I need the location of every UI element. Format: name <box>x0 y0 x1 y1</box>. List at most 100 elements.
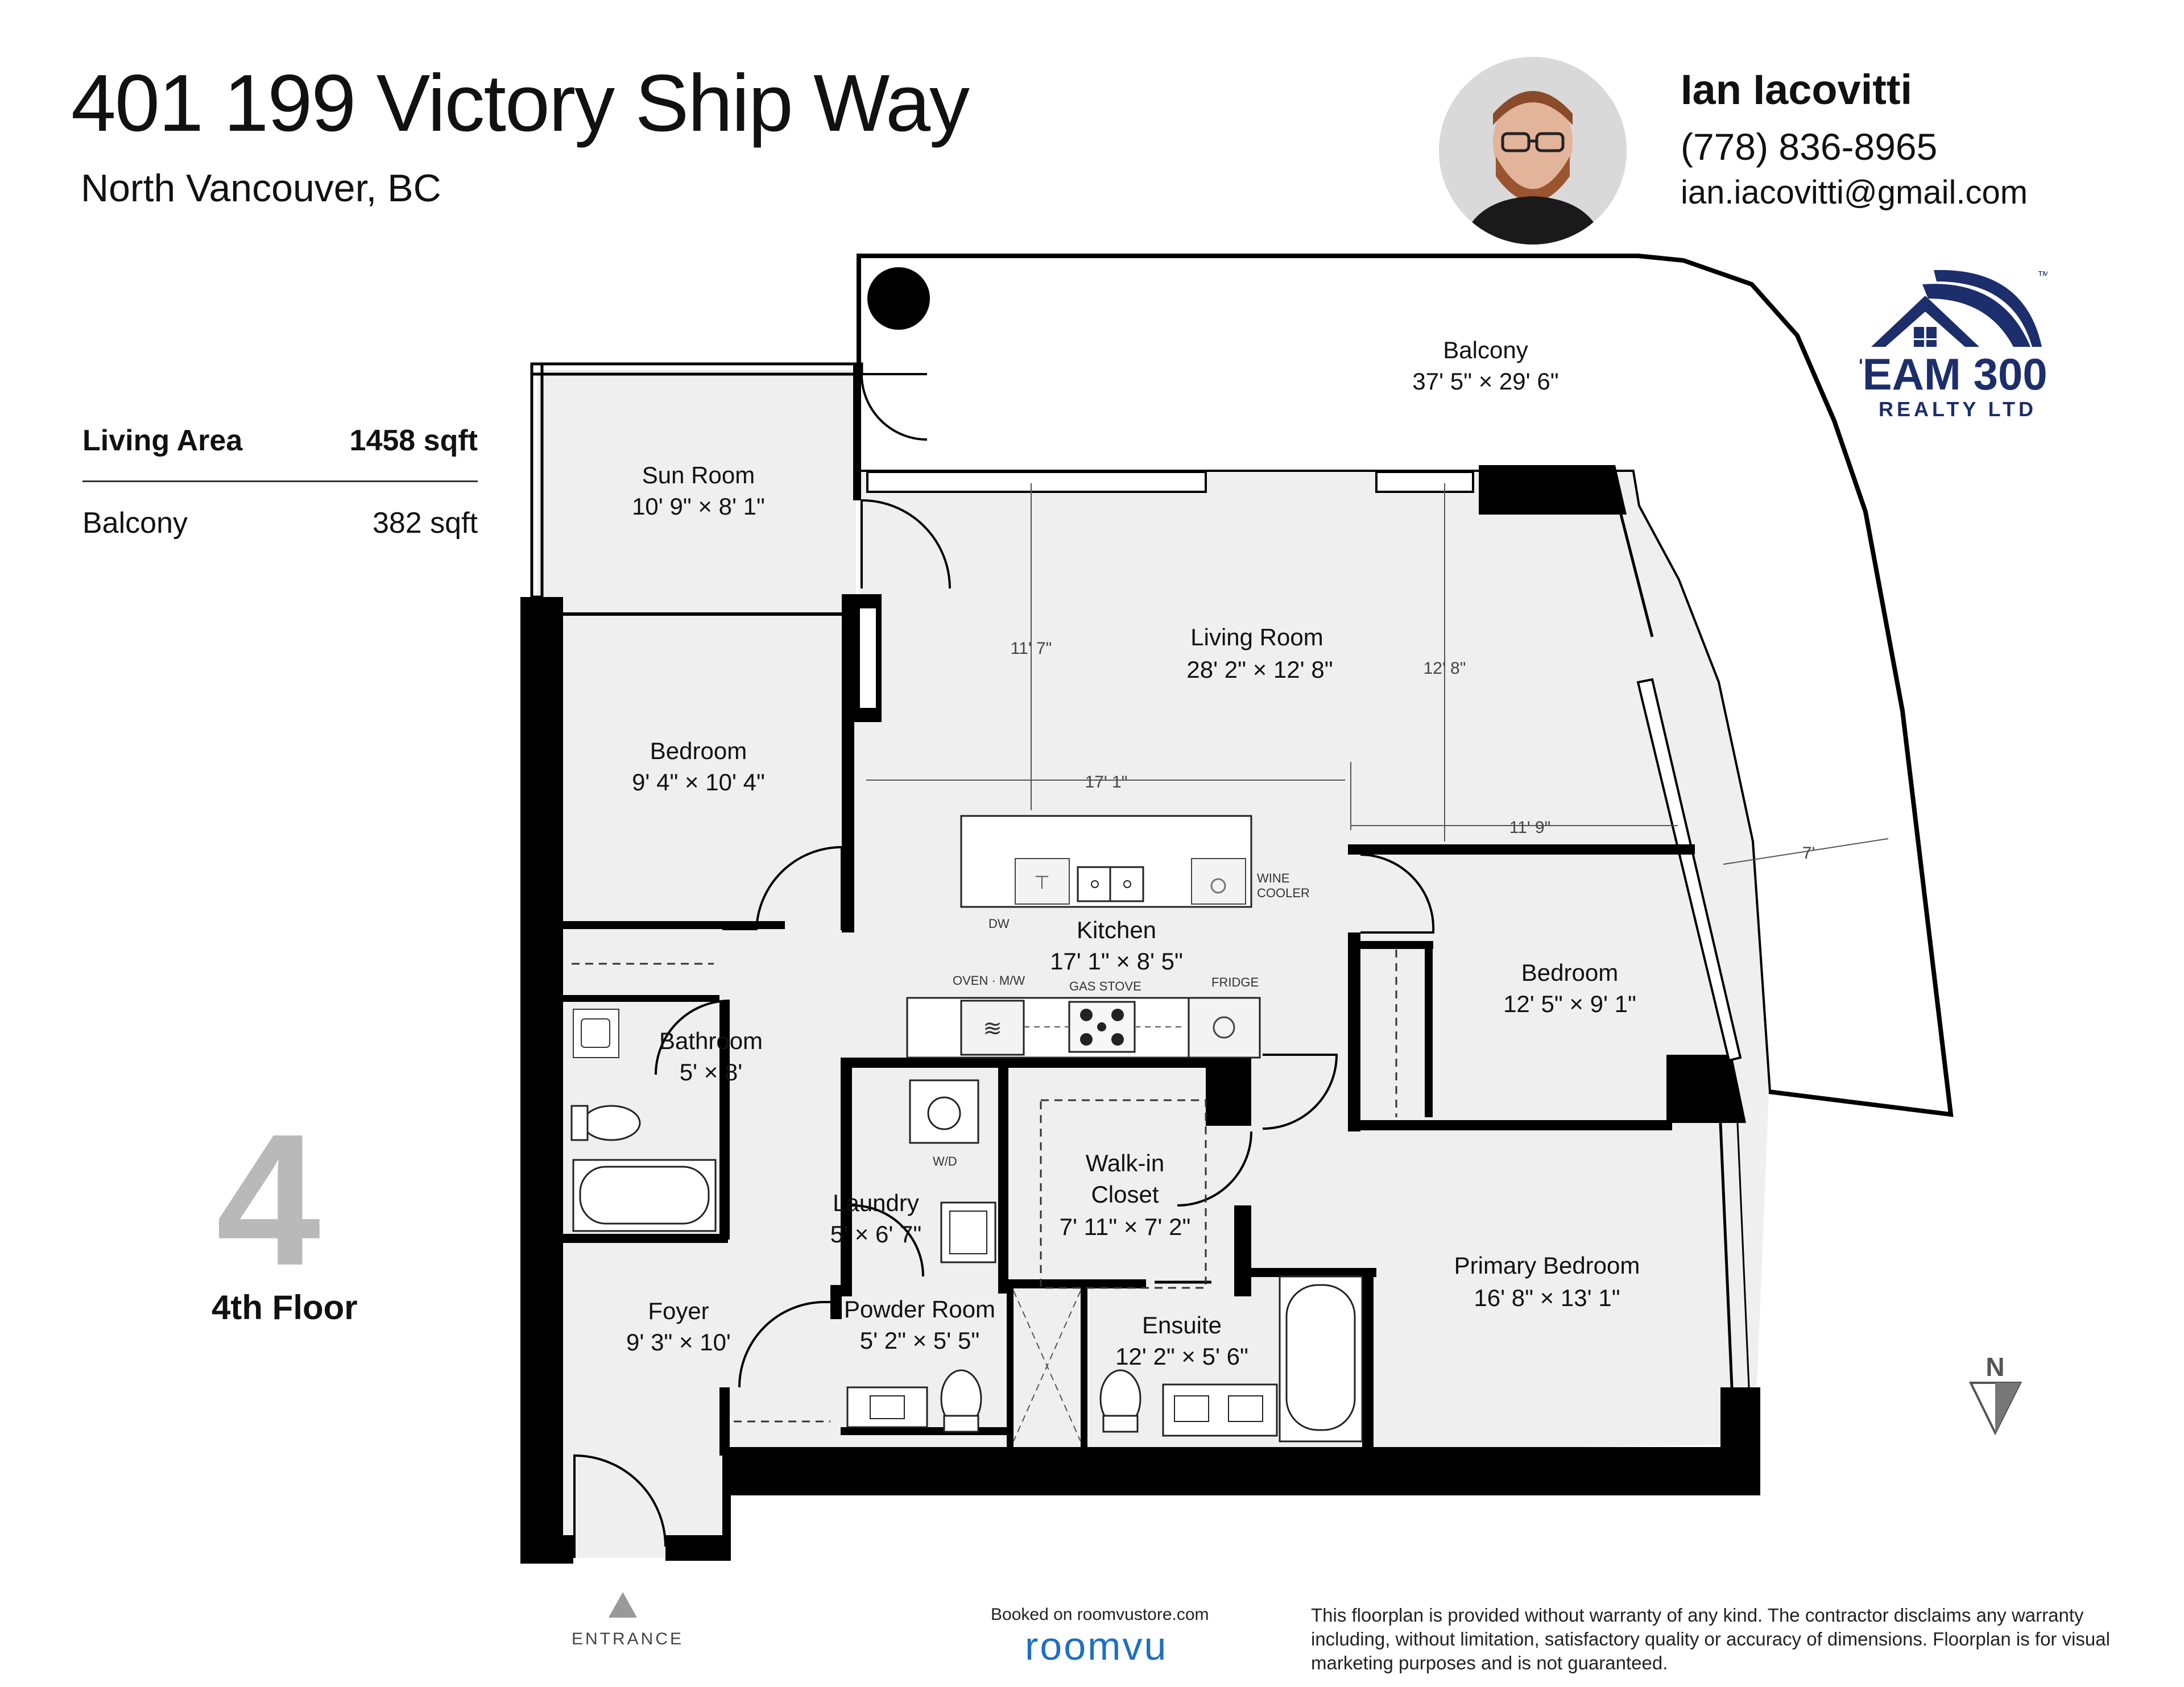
fridge-icon <box>1213 1016 1235 1039</box>
disclaimer: This floorplan is provided without warra… <box>1311 1605 2110 1673</box>
agent-name: Ian Iacovitti <box>1681 66 1913 113</box>
wall-west <box>520 597 563 1564</box>
fixture-wd: W/D <box>933 1154 957 1168</box>
wall-bedroom-east-west <box>1348 932 1360 1131</box>
foyer-label: Foyer <box>648 1298 709 1324</box>
property-city: North Vancouver, BC <box>81 167 441 210</box>
team3000-logo-icon: TEAM 3000 REALTY LTD ™ <box>1835 268 2072 421</box>
wall-ensuite-east <box>1251 1268 1376 1277</box>
wall-walkin-south-post <box>1234 1205 1251 1296</box>
ensuite-sink-1 <box>1174 1395 1209 1422</box>
primary-dim: 16' 8" × 13' 1" <box>1474 1284 1620 1311</box>
burner-2 <box>1111 1009 1124 1021</box>
dishwasher-icon: ⊤ <box>1034 872 1050 893</box>
primary-label: Primary Bedroom <box>1454 1252 1640 1279</box>
wall-ensuite-east-v <box>1362 1268 1374 1447</box>
wall-ensuite-north <box>998 1279 1146 1288</box>
compass-north-arrow-fill-icon <box>1995 1383 2020 1433</box>
door-primary <box>1262 1054 1338 1130</box>
balcony-dim: 37' 5" × 29' 6" <box>1412 368 1558 395</box>
fridge <box>1188 997 1261 1059</box>
ensuite-dim: 12' 2" × 5' 6" <box>1115 1343 1248 1370</box>
door-laundry <box>851 1204 924 1277</box>
sunroom-label: Sun Room <box>642 462 755 488</box>
fixture-oven: OVEN · M/W <box>953 973 1025 988</box>
burner-1 <box>1080 1009 1093 1021</box>
sun-room-floor <box>537 370 856 600</box>
wall-shower-east <box>1081 1288 1087 1447</box>
kitchen-dim: 17' 1" × 8' 5" <box>1050 948 1183 975</box>
ensuite-sink-2 <box>1228 1395 1263 1422</box>
burner-5 <box>1097 1022 1106 1031</box>
dim-label-bedroom-width: 11' 9" <box>1509 818 1551 837</box>
booked-text: Booked on roomvustore.com <box>991 1605 1209 1624</box>
walkin-dash <box>1040 1099 1207 1289</box>
walkin-dim: 7' 11" × 7' 2" <box>1060 1213 1191 1240</box>
sunroom-wall-east <box>853 364 861 500</box>
wall-bath-north <box>722 921 756 930</box>
sunroom-dim: 10' 9" × 8' 1" <box>632 493 765 520</box>
avatar-portrait-icon <box>1439 57 1627 244</box>
bath-toilet-tank <box>570 1105 589 1141</box>
foyer-dim: 9' 3" × 10' <box>626 1329 731 1356</box>
wall-bedroom-east-north <box>1348 844 1695 855</box>
wall-east-column <box>1666 1055 1746 1123</box>
wine-cooler <box>1191 858 1246 905</box>
door-sunroom <box>861 499 951 589</box>
door-walkin <box>1177 1131 1252 1207</box>
wall-powder-south <box>841 1427 1011 1435</box>
bathroom-label: Bathroom <box>659 1027 763 1054</box>
area-label: Balcony <box>82 507 188 540</box>
primary-window-east-2 <box>1736 1122 1750 1388</box>
walkin-label-2: Closet <box>1091 1181 1159 1208</box>
door-bathroom <box>655 1000 730 1075</box>
ensuite-toilet-tank <box>1102 1415 1139 1433</box>
burner-3 <box>1080 1033 1093 1046</box>
door-foyer <box>738 1301 830 1388</box>
bedroom-west-dim: 9' 4" × 10' 4" <box>632 769 765 795</box>
fixture-wine-2: COOLER <box>1257 886 1310 900</box>
dishwasher <box>1015 858 1070 905</box>
powder-toilet-tank <box>943 1415 979 1433</box>
primary-window-east <box>1719 1122 1734 1388</box>
wall-shower-west <box>1007 1288 1014 1447</box>
door-sunroom-balcony <box>861 373 928 441</box>
walkin-label: Walk-in <box>1086 1150 1164 1176</box>
wall-foyer-east <box>719 1387 730 1456</box>
area-value: 382 sqft <box>372 507 478 540</box>
agent-avatar <box>1439 57 1627 244</box>
entrance-arrow-icon <box>609 1592 637 1618</box>
ensuite-tub-inner <box>1285 1284 1356 1431</box>
wall-walkin-east <box>1206 1058 1251 1126</box>
laundry-dim: 5' × 6' 7" <box>830 1221 922 1247</box>
wall-south <box>665 1447 1760 1561</box>
ensuite-tub <box>1279 1275 1363 1443</box>
wall-kitchen-south <box>841 1058 1250 1068</box>
dim-label-living-width: 17' 1" <box>1085 773 1128 791</box>
balcony-outline <box>857 254 1954 1117</box>
area-value: 1458 sqft <box>349 424 478 457</box>
living-label: Living Room <box>1190 624 1323 650</box>
agent-phone[interactable]: (778) 836-8965 <box>1681 126 1938 168</box>
living-dim: 28' 2" × 12' 8" <box>1186 656 1333 683</box>
ensuite-vanity <box>1162 1383 1278 1437</box>
wall-northeast-column <box>1479 465 1627 515</box>
powder-vanity <box>846 1386 928 1428</box>
sink-drain-2 <box>1123 880 1131 888</box>
area-divider <box>82 480 478 482</box>
dim-label-balcony-depth: 7' <box>1802 844 1815 863</box>
balcony-label: Balcony <box>1443 337 1528 363</box>
compass-label: N <box>1986 1352 2004 1382</box>
agent-email[interactable]: ian.iacovitti@gmail.com <box>1681 174 2028 211</box>
bathtub <box>572 1159 717 1232</box>
kitchen-label: Kitchen <box>1077 917 1156 943</box>
dim-living-a <box>866 483 1889 865</box>
entrance-label: ENTRANCE <box>572 1630 684 1648</box>
wall-laundry-west <box>841 1058 852 1296</box>
east-window-band <box>1636 678 1742 1062</box>
fireplace-insert <box>860 608 876 708</box>
dim-label-living-b: 12' 8" <box>1424 659 1466 678</box>
wall-bath-south <box>563 1234 728 1243</box>
fixture-wine-1: WINE <box>1257 871 1289 885</box>
bathroom-dim: 5' × 8' <box>680 1059 743 1085</box>
